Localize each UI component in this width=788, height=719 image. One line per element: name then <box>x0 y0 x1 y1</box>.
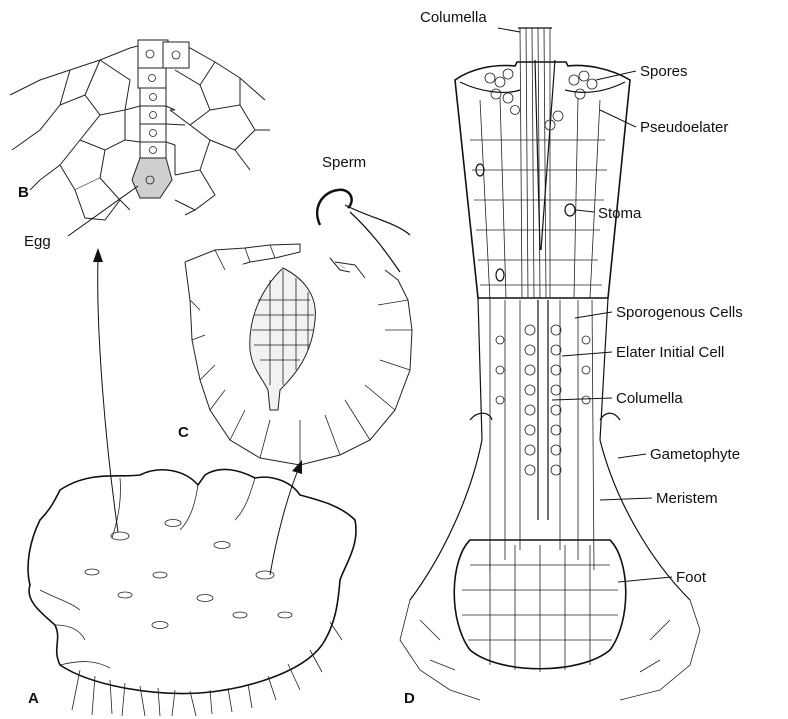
arrow-to-panel-c <box>270 470 298 575</box>
label-spores: Spores <box>640 63 688 80</box>
label-elater-initial-cell: Elater Initial Cell <box>616 344 724 361</box>
antheridial-chamber <box>185 244 412 465</box>
label-foot: Foot <box>676 569 707 586</box>
label-columella-top: Columella <box>420 9 487 26</box>
leader-columella-top <box>498 28 520 32</box>
label-columella-mid: Columella <box>616 390 683 407</box>
label-pseudoelater: Pseudoelater <box>640 119 728 136</box>
panel-label-b: B <box>18 184 29 201</box>
gametophyte-thallus <box>28 469 356 716</box>
label-egg: Egg <box>24 233 51 250</box>
label-sporogenous-cells: Sporogenous Cells <box>616 304 743 321</box>
arrowhead-to-panel-b <box>93 248 103 262</box>
panel-label-a: A <box>28 690 39 707</box>
leader-foot <box>618 577 672 582</box>
panel-label-c: C <box>178 424 189 441</box>
arrow-to-panel-b <box>98 258 118 532</box>
label-stoma: Stoma <box>598 205 642 222</box>
leader-gametophyte <box>618 454 646 458</box>
leader-meristem <box>600 498 652 500</box>
label-gametophyte: Gametophyte <box>650 446 740 463</box>
archegonium-cell-network <box>10 40 270 220</box>
leader-pseudoelater <box>600 110 636 127</box>
panel-label-d: D <box>404 690 415 707</box>
label-sperm: Sperm <box>322 154 366 171</box>
label-meristem: Meristem <box>656 490 718 507</box>
leader-stoma <box>576 210 594 212</box>
